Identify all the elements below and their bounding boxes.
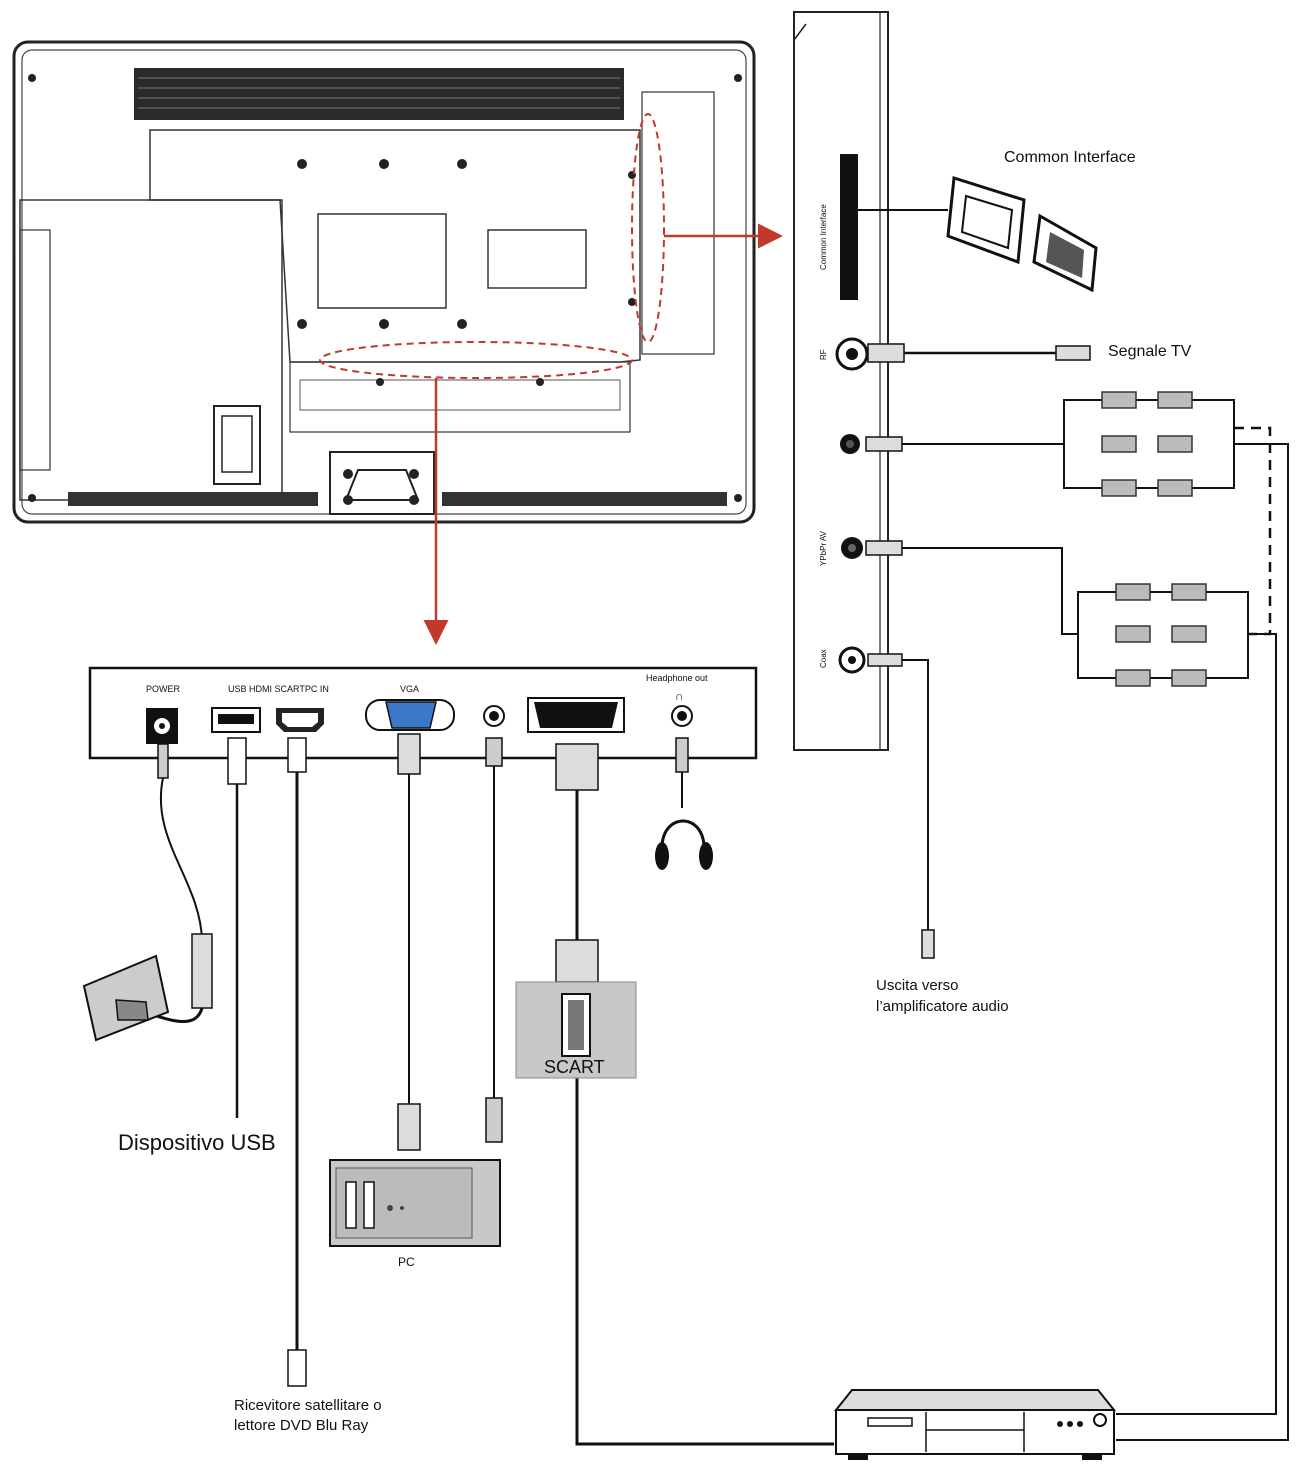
pc-audio-cable [485, 737, 503, 1143]
power-cable [149, 743, 213, 1024]
ricevitore-callout-line2: lettore DVD Blu Ray [234, 1417, 369, 1434]
ci-slot-label: Common Interface [819, 204, 828, 270]
receiver-ypbpr-link [1116, 633, 1277, 1415]
rf-label: RF [819, 349, 828, 360]
usb-cable [227, 737, 247, 1118]
common-interface-callout: Common Interface [1004, 149, 1136, 166]
vga-cable [397, 733, 421, 1151]
tv-rear-view [12, 40, 783, 645]
uscita-callout-line2: l’amplificatore audio [876, 998, 1009, 1015]
bottom-connector-panel: POWER USB HDMI SCARTPC IN VGA Headphone … [88, 666, 758, 760]
dvd-receiver [833, 1389, 1117, 1460]
bottom-vent [68, 492, 727, 506]
dashed-link [1234, 426, 1272, 636]
ypbpr-av-label: YPbPr AV [819, 530, 828, 566]
hdmi-cable [287, 737, 307, 1387]
wall-outlet [82, 954, 170, 1042]
rca-cable-bundle-1 [865, 391, 1235, 497]
bottom-ports-highlight [319, 341, 633, 379]
headphone-port-label: Headphone out [646, 673, 708, 683]
coax-label: Coax [819, 649, 828, 668]
scart-callout: SCART [544, 1057, 605, 1077]
segnale-tv-callout: Segnale TV [1108, 343, 1192, 360]
ricevitore-callout-line1: Ricevitore satellitare o [234, 1397, 382, 1414]
common-interface-slot [840, 154, 858, 300]
headphones [655, 737, 713, 870]
coax-audio-cable [867, 653, 935, 959]
receiver-av-link [1116, 443, 1289, 1441]
usb-device-callout: Dispositivo USB [118, 1130, 276, 1155]
rf-cable [867, 343, 1091, 363]
side-ports-highlight [631, 113, 665, 343]
uscita-callout-line1: Uscita verso [876, 977, 959, 994]
stand-mount [329, 451, 435, 515]
side-connector-panel: Common Interface RF YPbPr AV Coax [793, 11, 889, 751]
headphone-icon: ∩ [675, 689, 684, 703]
mount-screws [28, 74, 742, 505]
ci-module-card [858, 176, 1098, 293]
vga-port-label: VGA [400, 684, 419, 694]
pc-callout: PC [398, 1255, 415, 1269]
scart-adapter [515, 981, 637, 1079]
top-vent [134, 68, 624, 120]
power-port-label: POWER [146, 684, 181, 694]
pc-tower [329, 1159, 501, 1247]
usb-hdmi-scart-pc-label: USB HDMI SCARTPC IN [228, 684, 329, 694]
scart-cable [555, 743, 834, 1446]
rca-cable-bundle-2 [865, 540, 1249, 687]
